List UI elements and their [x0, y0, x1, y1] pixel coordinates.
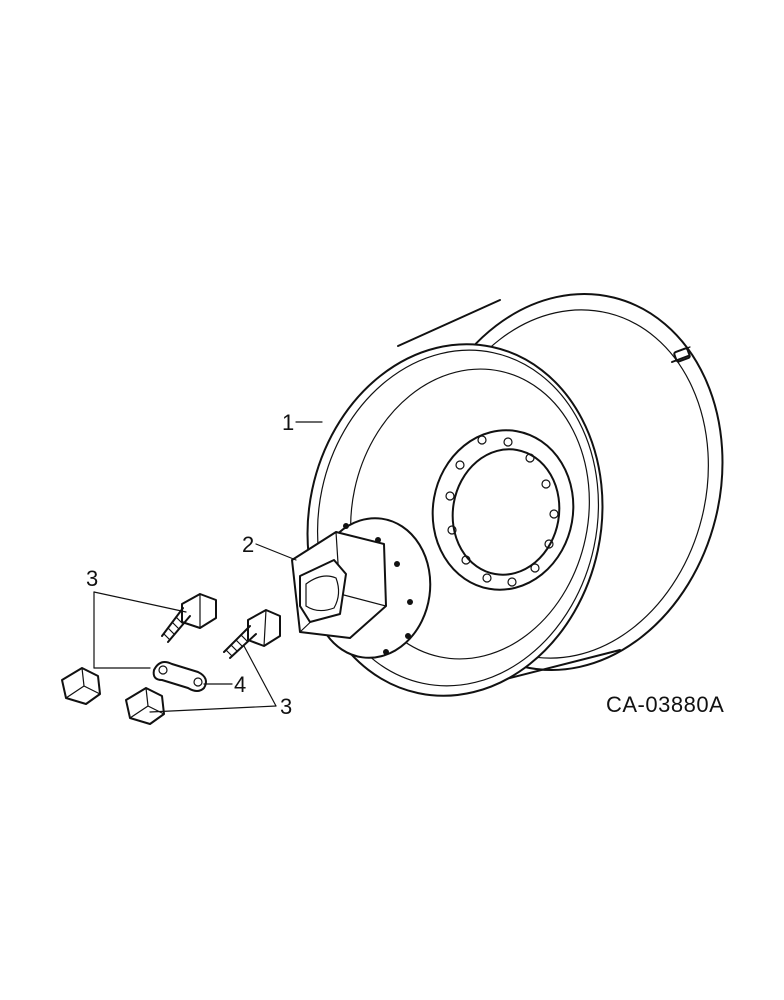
nut-right [125, 687, 165, 725]
reference-code: CA-03880A [606, 692, 724, 717]
leader-2 [255, 543, 297, 561]
callout-2: 2 [242, 532, 254, 557]
wheel-front-face-ring [350, 368, 590, 660]
callout-3-bottom: 3 [280, 694, 292, 719]
nut-left [61, 667, 101, 705]
callout-1: 1 [282, 410, 294, 435]
hub-adapter [291, 517, 432, 659]
leader-lines [93, 421, 323, 713]
wheel-tread-top [397, 299, 501, 347]
callout-3-top: 3 [86, 566, 98, 591]
leader-3a-bolt [93, 591, 187, 613]
leader-3b-nut [149, 705, 277, 713]
bolt-right [223, 609, 281, 659]
bolt-left [161, 593, 217, 643]
rim-bolt [671, 346, 691, 363]
wheel-front-face [306, 343, 604, 697]
callout-4: 4 [234, 672, 246, 697]
wheel-hub-bore [451, 448, 561, 576]
lock-plate [152, 661, 207, 692]
wheel-hub-bolt-holes [445, 435, 559, 587]
wheel-hub-plate [431, 429, 575, 591]
wheel-front-face-lip [316, 349, 600, 687]
leader-3b-bolt [243, 645, 277, 707]
